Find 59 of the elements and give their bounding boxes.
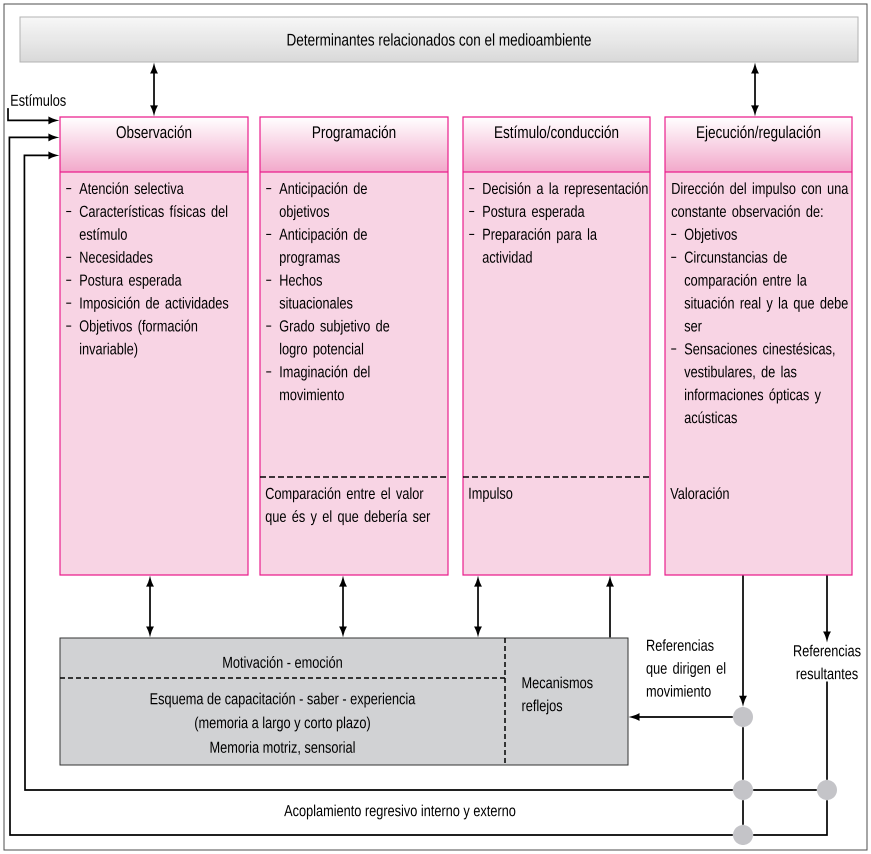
connector-line <box>826 682 828 780</box>
memory-box <box>60 638 628 766</box>
box-text: (memoria a largo y corto plazo) <box>195 716 370 732</box>
list-item: Postura esperada <box>66 274 182 289</box>
stimulus-label: Estímulos <box>11 94 66 106</box>
column-box <box>259 116 449 576</box>
junction-dot <box>817 780 837 800</box>
column-heading: Estímulo/conducción <box>495 126 618 138</box>
arrow <box>606 578 614 638</box>
arrow <box>150 65 158 114</box>
feedback-label: Acoplamiento regresivo interno y externo <box>284 804 516 820</box>
list-item: Anticipación de programas <box>266 228 367 266</box>
arrow <box>824 576 830 640</box>
edge-label: Referencias que dirigen el movimiento <box>646 639 726 697</box>
junction-dot <box>733 780 753 800</box>
list-item: Objetivos <box>671 228 737 244</box>
list-item: Grado subjetivo de logro potencial <box>266 320 390 358</box>
body-text: Comparación entre el valor que és y el que debería ser <box>266 487 430 526</box>
list-item: Objetivos (formación invariable) <box>66 320 198 358</box>
list-item: Sensaciones cinestésicas, vestibulares, de las informaciones ópticas y acústicas <box>671 342 834 424</box>
arrow <box>340 578 346 635</box>
junction-dot <box>733 707 753 727</box>
column-box <box>664 116 853 576</box>
arrow <box>631 714 733 720</box>
list-item: Preparación para la actividad <box>469 228 598 263</box>
list-item: Anticipación de objetivos <box>266 182 367 220</box>
reflex-section: Mecanismos reflejos <box>504 638 593 765</box>
list-item: Hechos situacionales <box>266 274 352 309</box>
connector-line <box>742 727 744 780</box>
box-text: Memoria motriz, sensorial <box>210 741 355 755</box>
connector-line <box>753 800 828 836</box>
body-text: Impulso <box>469 487 512 502</box>
column-box <box>59 116 249 576</box>
box-text: Esquema de capacitación - saber - experiencia <box>150 692 416 708</box>
list-item: Postura esperada <box>469 205 585 220</box>
arrow <box>740 576 746 704</box>
body-text: Dirección del impulso con una constante observación de: <box>672 182 848 217</box>
header-band: Determinantes relacionados con el medioambiente <box>20 16 858 62</box>
column-box <box>462 116 651 576</box>
body-text: Valoración <box>670 487 729 500</box>
junction-dot <box>733 825 753 845</box>
list-item: Imposición de actividades <box>66 296 228 312</box>
box-text: Motivación - emoción <box>223 656 342 668</box>
column-heading: Programación <box>312 126 396 142</box>
arrow <box>474 578 482 635</box>
arrow <box>7 108 57 124</box>
connector-line <box>753 789 817 791</box>
list-item: Características físicas del estímulo <box>66 205 228 240</box>
list-item: Circunstancias de comparación entre la situación real y la que debe ser <box>671 251 848 332</box>
list-item: Decisión a la representación <box>469 182 648 198</box>
column-heading: Ejecución/regulación <box>697 126 820 142</box>
list-item: Atención selectiva <box>66 182 184 194</box>
list-item: Imaginación del movimiento <box>266 366 370 400</box>
connector-line <box>742 800 744 825</box>
list-item: Necesidades <box>66 251 152 263</box>
reference-label: Referencias resultantes <box>794 644 861 680</box>
arrow <box>752 65 758 114</box>
column-heading: Observación <box>116 126 192 138</box>
arrow <box>146 578 154 635</box>
